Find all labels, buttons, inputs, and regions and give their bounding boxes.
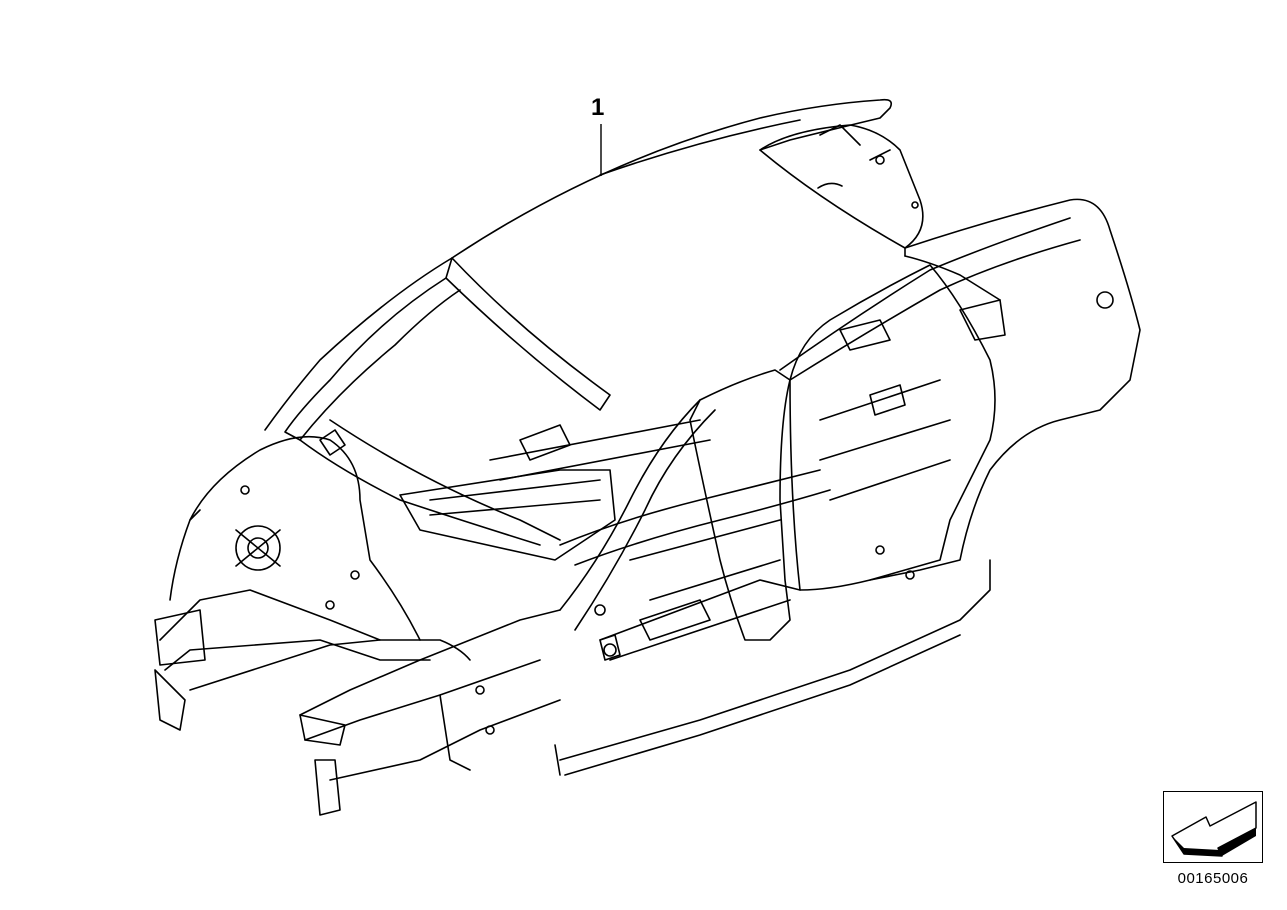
orientation-arrow-icon [1171,801,1257,857]
front-wheel-arch [189,435,421,641]
orientation-indicator [1163,791,1263,863]
center-tunnel [559,469,821,546]
diagram-number: 00165006 [1177,870,1249,887]
rear-quarter-panel [869,198,1141,581]
front-frame-rail-left [159,589,471,661]
roof-front-edge [445,257,611,411]
front-frame-rail-right [299,609,561,716]
side-sill [559,559,991,761]
a-pillar [284,277,461,441]
rear-door-opening [789,264,996,591]
floor-pan [599,579,801,661]
roof-panel [451,98,906,259]
part-label-1: 1 [591,94,605,121]
cowl-panel [399,469,616,561]
